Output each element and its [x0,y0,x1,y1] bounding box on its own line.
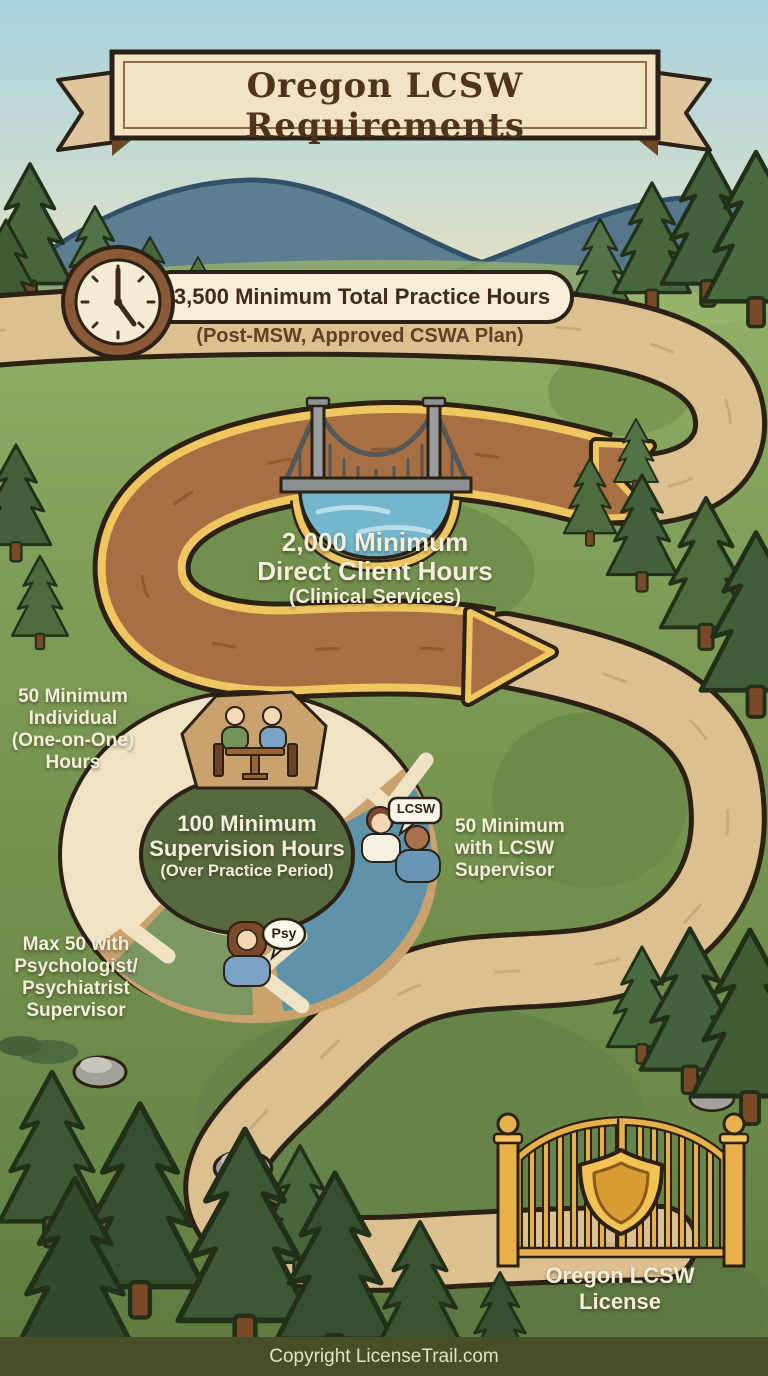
bridge-icon [279,396,473,573]
copyright-text: Copyright LicenseTrail.com [269,1346,499,1367]
direct-line-3: (Clinical Services) [288,586,462,609]
meeting-icon [180,690,328,790]
psychologist-supervisor-label: Max 50 with Psychologist/ Psychiatrist S… [14,934,138,1021]
practice-hours-subline: (Post-MSW, Approved CSWA Plan) [196,325,524,347]
psy-bubble-text: Psy [271,925,297,941]
page-title: Oregon LCSW Requirements [244,66,525,146]
direct-line-2: Direct Client Hours [257,556,493,587]
supervision-line-3: (Over Practice Period) [160,861,334,880]
title-ribbon [56,49,712,156]
clock-icon [61,245,175,359]
lcsw-speech-bubble [387,796,443,825]
supervision-line-2: Supervision Hours [149,835,345,861]
direct-client-hours-label: 2,000 Minimum Direct Client Hours (Clini… [205,527,545,609]
practice-hours-headline: 3,500 Minimum Total Practice Hours [173,284,551,309]
lcsw-supervisor-label: 50 Minimum with LCSW Supervisor [455,816,565,881]
rocks [0,1036,736,1187]
supervision-cycle [58,690,443,1024]
psy-speech-bubble [261,917,307,951]
individual-hours-label: 50 Minimum Individual (One-on-One) Hours [11,686,135,773]
footer-bar [0,1337,768,1376]
supervision-line-1: 100 Minimum [177,811,317,836]
cycle-arrow [120,880,176,964]
supervision-hours-label: 100 Minimum Supervision Hours (Over Prac… [140,811,354,880]
lcsw-bubble-text: LCSW [396,801,436,816]
gate-icon [492,1112,750,1268]
shield-icon [578,1148,664,1236]
practice-hours-banner [61,245,574,359]
psychologist-icon [223,917,307,987]
license-label: Oregon LCSW License [545,1263,695,1314]
lcsw-supervisor-icon [361,796,443,883]
direct-line-1: 2,000 Minimum [281,527,469,557]
